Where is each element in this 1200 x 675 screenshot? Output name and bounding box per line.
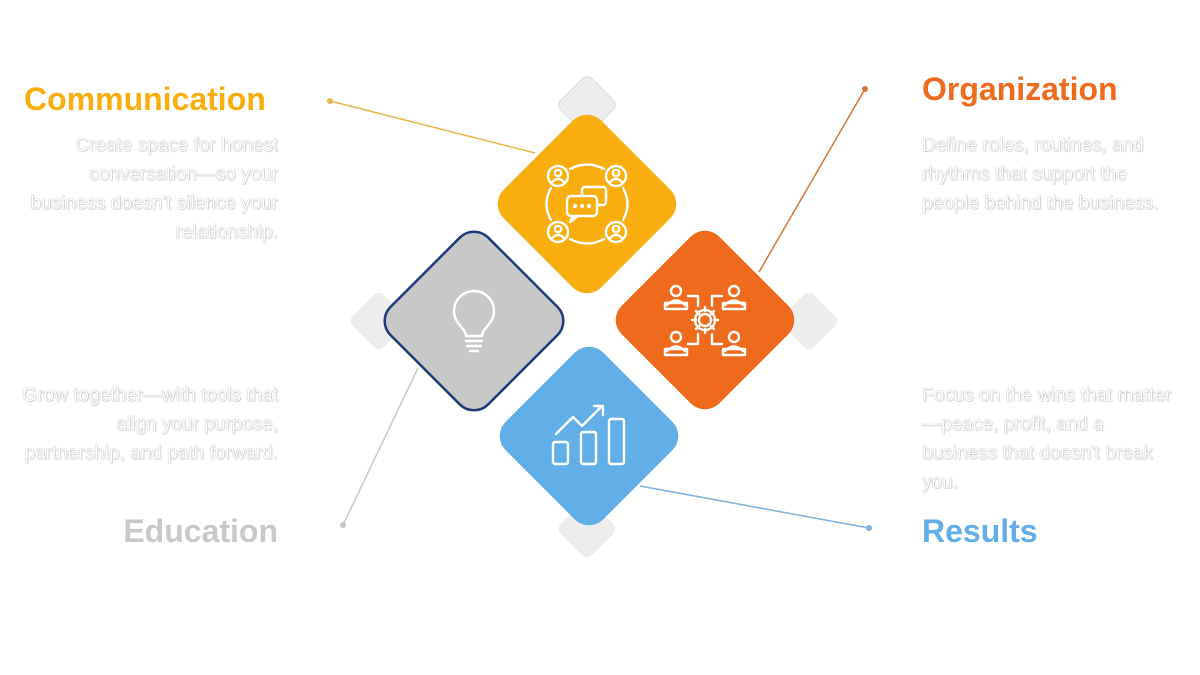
ghost-diamond-right [780, 292, 838, 350]
education-description: Grow together—with tools that align your… [22, 385, 278, 464]
connector-organization [758, 86, 868, 273]
team-gear-icon [663, 284, 747, 357]
diamond-results [499, 346, 679, 526]
communication-title: Communication [24, 81, 266, 117]
results-title: Results [922, 513, 1038, 549]
organization-title: Organization [922, 71, 1118, 107]
lightbulb-icon [452, 289, 496, 353]
connector-communication [327, 98, 536, 154]
connector-results [639, 485, 872, 531]
communication-description: Create space for honest conversation—so … [30, 135, 278, 243]
results-description: Focus on the wins that matter—peace, pro… [922, 385, 1172, 493]
diamond-organization [615, 230, 795, 410]
diamond-education [383, 230, 565, 412]
ghost-diamond-top [558, 76, 616, 134]
connector-education [340, 367, 419, 528]
education-title: Education [123, 513, 278, 549]
organization-description: Define roles, routines, and rhythms that… [922, 135, 1159, 214]
growth-chart-icon [551, 404, 626, 466]
diamond-communication [497, 114, 677, 294]
communication-network-icon [545, 163, 629, 245]
